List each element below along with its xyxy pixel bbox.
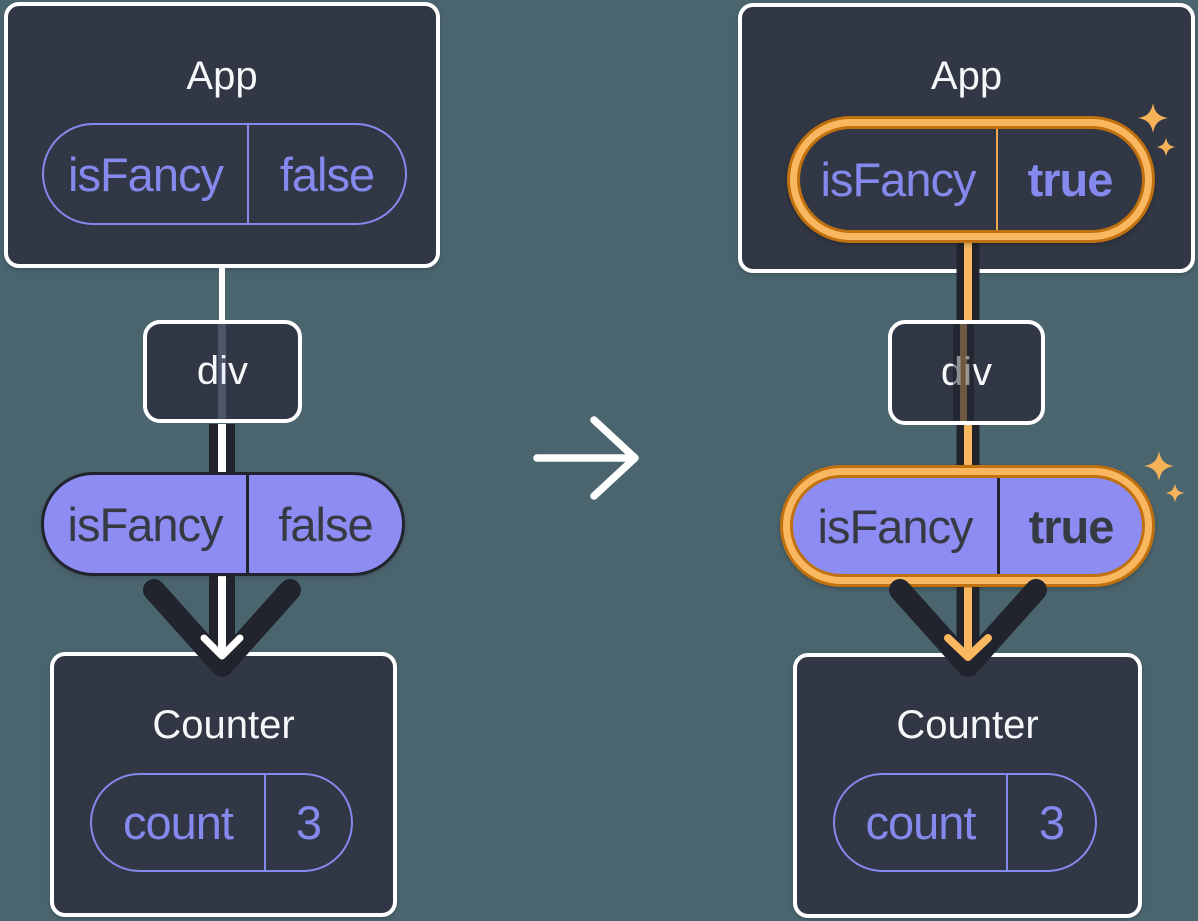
pill-key: isFancy bbox=[44, 125, 249, 223]
pill-value: true bbox=[1028, 499, 1115, 553]
pill-key: isFancy bbox=[793, 478, 1000, 574]
pill-value: 3 bbox=[1038, 796, 1065, 849]
pill-key: isFancy bbox=[800, 129, 998, 230]
passed-prop-pill-before: isFancy false bbox=[41, 472, 405, 576]
pill-value: 3 bbox=[295, 796, 322, 849]
sparkle-icon bbox=[1138, 103, 1168, 133]
component-title: App bbox=[930, 54, 1003, 98]
counter-state-pill-before: count 3 bbox=[90, 773, 353, 872]
highlight-ring: isFancy true bbox=[787, 116, 1155, 243]
pill-key: count bbox=[835, 775, 1008, 870]
pill-key: count bbox=[92, 775, 266, 870]
pill-key: isFancy bbox=[44, 475, 249, 573]
component-title: Counter bbox=[896, 703, 1039, 747]
pill-value: true bbox=[1027, 153, 1114, 206]
pill-value: false bbox=[278, 497, 373, 551]
right-arrow-icon bbox=[533, 416, 639, 500]
app-state-pill-after: isFancy true bbox=[797, 126, 1145, 233]
counter-state-pill-after: count 3 bbox=[833, 773, 1097, 872]
component-title: Counter bbox=[152, 703, 295, 747]
sparkle-icon bbox=[1144, 451, 1174, 481]
div-element-card-after: div bbox=[888, 320, 1045, 425]
component-title: App bbox=[186, 54, 258, 98]
pass-through-line-ghost bbox=[953, 324, 974, 421]
pill-value: false bbox=[279, 147, 375, 201]
highlight-ring: isFancy true bbox=[780, 465, 1155, 587]
div-label: div bbox=[196, 349, 249, 393]
passed-prop-pill-after: isFancy true bbox=[790, 475, 1145, 577]
pass-through-core-ghost bbox=[960, 324, 967, 421]
pass-through-line-ghost bbox=[218, 324, 226, 419]
app-state-pill-before: isFancy false bbox=[42, 123, 407, 225]
sparkle-icon bbox=[1165, 483, 1185, 503]
div-element-card-before: div bbox=[143, 320, 302, 423]
sparkle-icon bbox=[1156, 137, 1176, 157]
